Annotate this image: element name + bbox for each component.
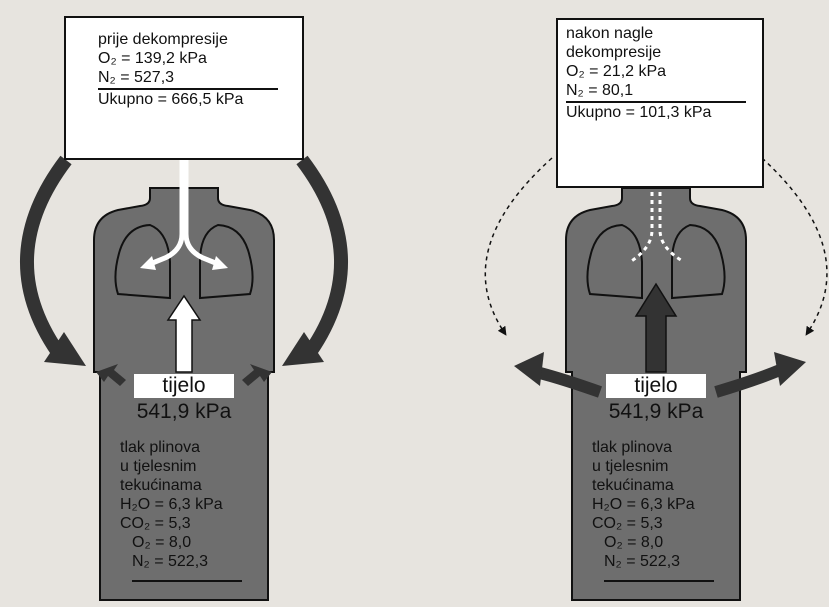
left-curved-arrow-right — [302, 160, 341, 358]
right-gas-n2: N₂ = 80,1 — [566, 81, 746, 103]
right-gas-box-text: nakon nagle dekompresije O₂ = 21,2 kPa N… — [566, 24, 746, 122]
left-gas-total: Ukupno = 666,5 kPa — [98, 90, 278, 109]
left-fluid-h2o: H₂O = 6,3 kPa — [120, 495, 223, 514]
left-fluid-l1: tlak plinova — [120, 438, 223, 457]
right-gas-o2: O₂ = 21,2 kPa — [566, 62, 746, 81]
right-dashed-curve-right — [762, 158, 827, 332]
right-gas-title2: dekompresije — [566, 43, 746, 62]
left-fluid-o2: O₂ = 8,0 — [120, 533, 223, 552]
left-fluid-l2: u tjelesnim — [120, 457, 223, 476]
right-fluid-l1: tlak plinova — [592, 438, 695, 457]
left-fluid-co2: CO₂ = 5,3 — [120, 514, 223, 533]
right-dashed-curve-left — [485, 158, 552, 332]
left-gas-title: prije dekompresije — [98, 30, 278, 49]
right-gas-title1: nakon nagle — [566, 24, 746, 43]
left-gas-box-text: prije dekompresije O₂ = 139,2 kPa N₂ = 5… — [98, 30, 278, 109]
right-gas-total: Ukupno = 101,3 kPa — [566, 103, 746, 122]
right-fluid-h2o: H₂O = 6,3 kPa — [592, 495, 695, 514]
right-fluid-text: tlak plinova u tjelesnim tekućinama H₂O … — [592, 438, 695, 571]
left-gas-n2: N₂ = 527,3 — [98, 68, 278, 90]
left-fluid-text: tlak plinova u tjelesnim tekućinama H₂O … — [120, 438, 223, 571]
left-gas-o2: O₂ = 139,2 kPa — [98, 49, 278, 68]
right-fluid-l2: u tjelesnim — [592, 457, 695, 476]
right-fluid-co2: CO₂ = 5,3 — [592, 514, 695, 533]
right-body-label: tijelo — [606, 374, 706, 398]
left-body-label: tijelo — [134, 374, 234, 398]
left-body-pressure: 541,9 kPa — [104, 400, 264, 424]
right-fluid-o2: O₂ = 8,0 — [592, 533, 695, 552]
right-body-pressure: 541,9 kPa — [576, 400, 736, 424]
left-fluid-n2: N₂ = 522,3 — [120, 552, 223, 571]
left-fluid-l3: tekućinama — [120, 476, 223, 495]
right-fluid-l3: tekućinama — [592, 476, 695, 495]
left-curved-arrow-left — [27, 160, 66, 358]
right-fluid-n2: N₂ = 522,3 — [592, 552, 695, 571]
